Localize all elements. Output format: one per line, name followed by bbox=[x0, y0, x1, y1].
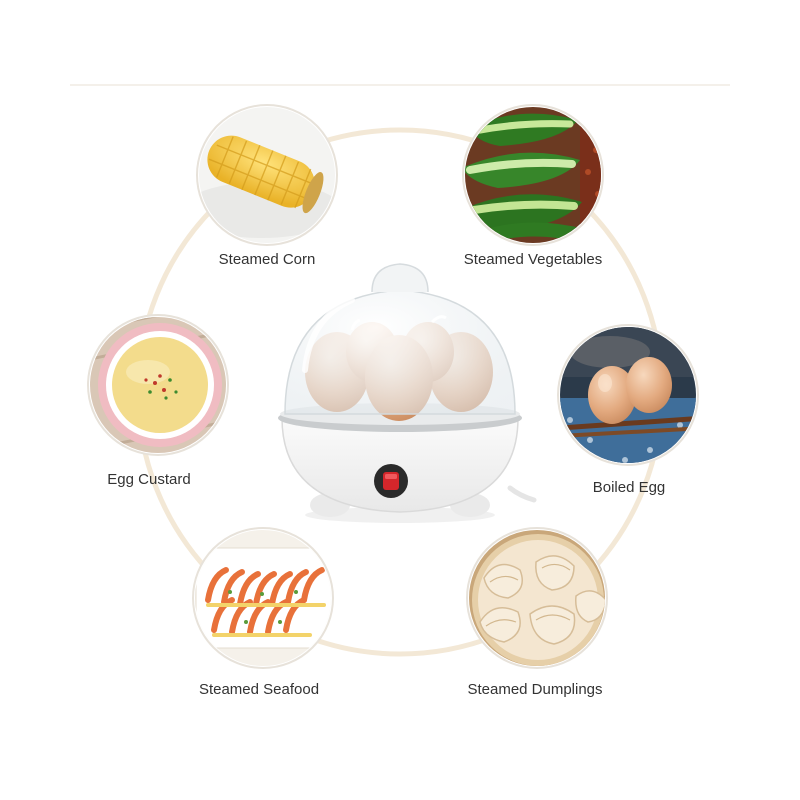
label-steamed-seafood: Steamed Seafood bbox=[198, 681, 320, 698]
label-steamed-vegetables: Steamed Vegetables bbox=[463, 251, 603, 268]
egg-custard-image bbox=[87, 314, 229, 456]
label-steamed-corn: Steamed Corn bbox=[218, 251, 316, 268]
egg-cooker-image bbox=[278, 263, 537, 523]
steamed-corn-image bbox=[196, 104, 338, 246]
boiled-egg-image bbox=[557, 324, 699, 466]
steamed-dumplings-image bbox=[466, 527, 608, 669]
label-steamed-dumplings: Steamed Dumplings bbox=[467, 681, 603, 698]
steamed-vegetables-image bbox=[462, 104, 604, 246]
label-boiled-egg: Boiled Egg bbox=[592, 479, 666, 496]
steamed-seafood-image bbox=[192, 527, 334, 669]
label-egg-custard: Egg Custard bbox=[107, 471, 191, 488]
power-switch bbox=[374, 464, 408, 498]
